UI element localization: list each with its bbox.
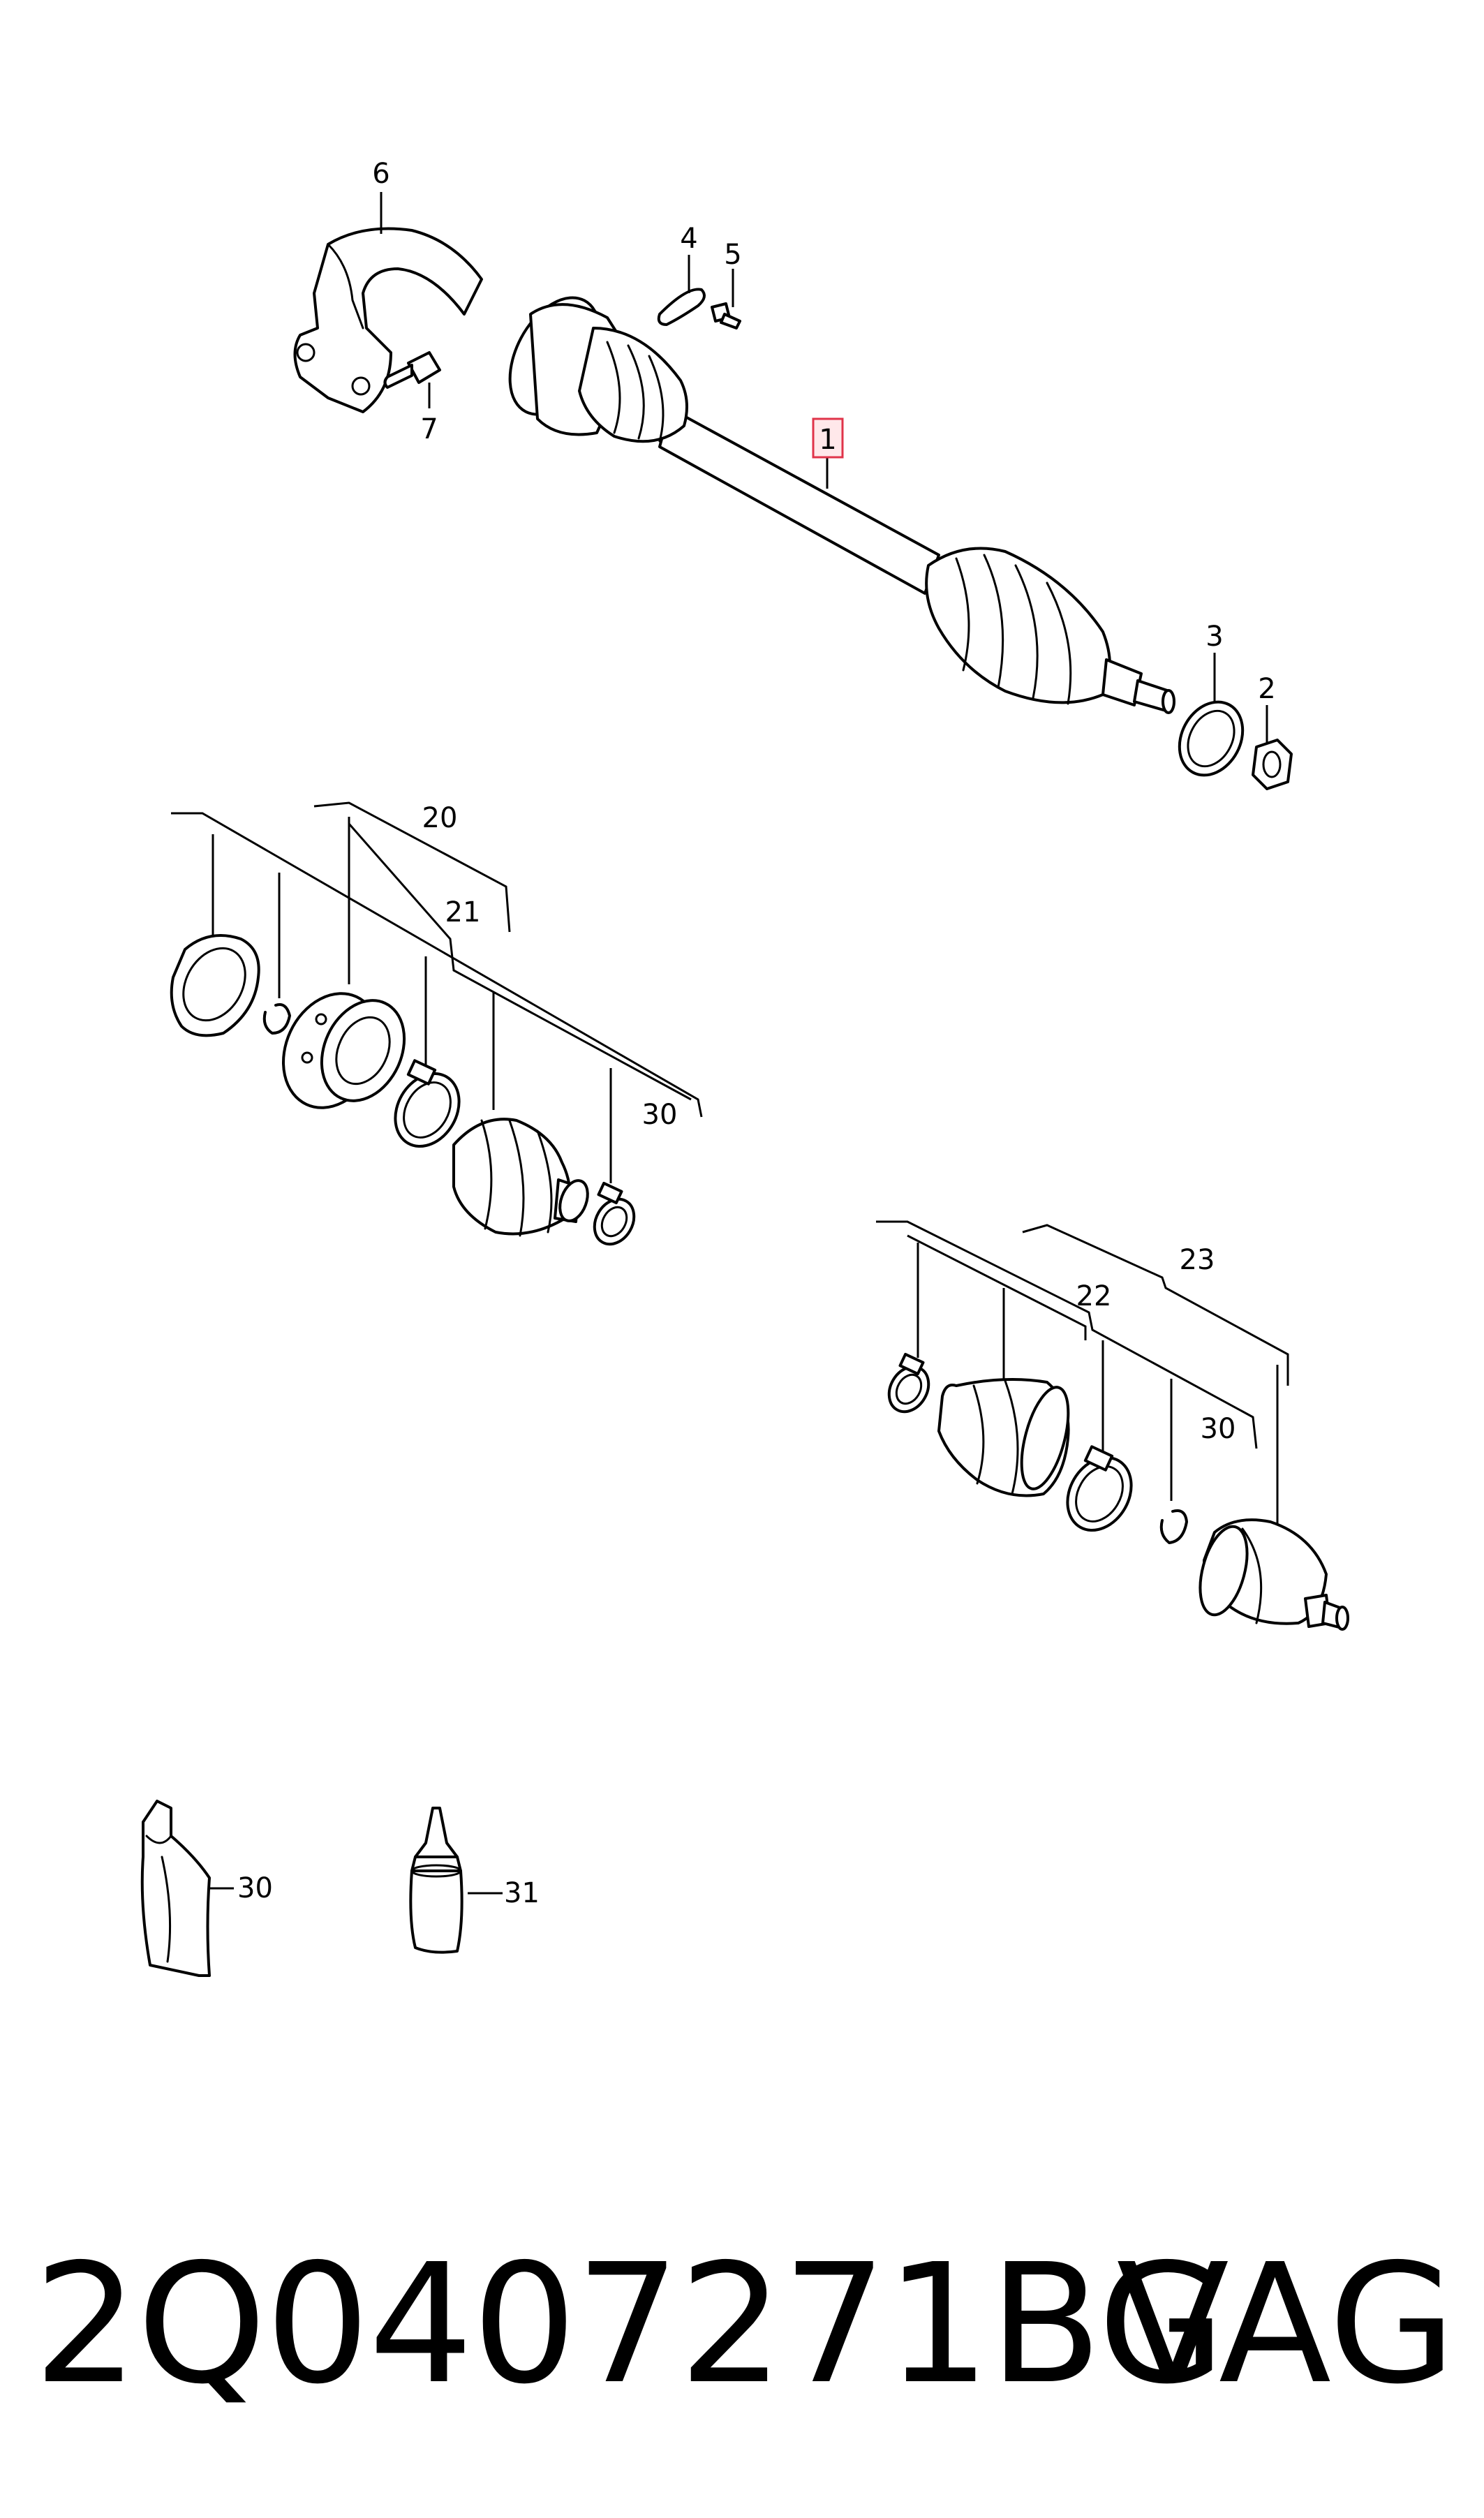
callout-4: 4: [680, 223, 697, 255]
callout-22: 22: [1076, 1280, 1112, 1312]
callout-31: 31: [504, 1877, 540, 1909]
part-number: 2Q0407271BG: [34, 2228, 1226, 2420]
callout-20: 20: [422, 802, 458, 834]
callout-1-highlight: [812, 417, 844, 459]
footer: 2Q0407271BG VAG: [0, 2220, 1484, 2429]
callout-30-outer-kit: 30: [1201, 1413, 1236, 1445]
callout-23: 23: [1180, 1244, 1215, 1276]
callout-5: 5: [724, 239, 741, 271]
bolt-5: [711, 302, 741, 329]
nut-2: [1252, 739, 1293, 790]
callout-7: 7: [420, 413, 438, 445]
callout-1: 1: [819, 424, 836, 456]
callout-21: 21: [445, 896, 481, 928]
bolt-7: [383, 351, 441, 389]
ring-3: [1178, 700, 1245, 777]
callout-30-grease: 30: [237, 1872, 273, 1904]
callout-6: 6: [372, 158, 389, 190]
callout-2: 2: [1258, 673, 1275, 705]
brand-name: VAG: [1116, 2228, 1456, 2420]
sealant-bottle: [409, 1807, 463, 1954]
callout-3: 3: [1205, 621, 1223, 653]
lock-plate-4: [657, 288, 706, 326]
heat-shield: [293, 227, 483, 413]
drive-shaft: [508, 296, 1175, 714]
callout-30-inner-kit: 30: [642, 1099, 678, 1131]
inner-joint-kit-group: [170, 801, 703, 1246]
outer-joint-kit-group: [876, 1220, 1349, 1631]
grease-tube: [140, 1800, 211, 1977]
